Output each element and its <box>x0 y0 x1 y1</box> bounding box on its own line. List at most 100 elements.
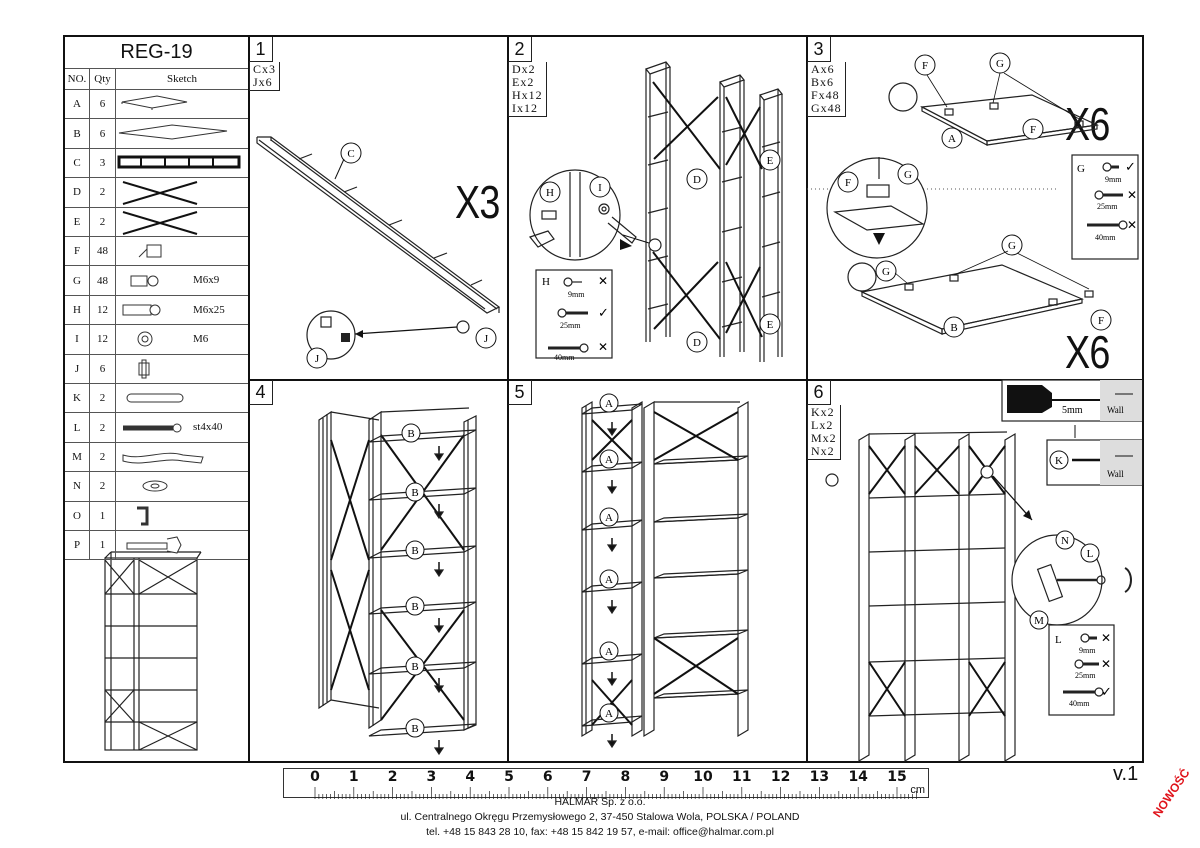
wall-block <box>1100 380 1142 421</box>
step-3-multiplier-top: X6 <box>1065 98 1110 150</box>
divider-rows <box>248 379 1144 381</box>
company-name: HALMAR Sp. z o.o. <box>554 796 646 808</box>
screw-guide-h-label: H <box>542 276 550 288</box>
callout-g-label: G <box>904 169 912 181</box>
part-qty: 2 <box>89 472 115 501</box>
callout-f-label: F <box>1030 124 1036 136</box>
part-code: D <box>73 186 81 199</box>
part-qty: 48 <box>89 237 115 266</box>
callout-a-label: A <box>605 646 613 658</box>
spanner-icon <box>126 536 182 554</box>
ruler-number: 14 <box>848 769 868 785</box>
part-code: L <box>73 421 81 434</box>
product-title: REG-19 <box>120 41 193 63</box>
shelf-panel-small-icon <box>121 95 188 111</box>
step-1-multiplier: X3 <box>455 176 500 228</box>
callout-a-label: A <box>948 133 956 145</box>
part-code: M <box>72 450 82 463</box>
step-1-number: 1 <box>249 37 273 62</box>
part-qty: 3 <box>89 148 115 178</box>
wood-screw-icon <box>123 423 182 433</box>
parts-header-row: NO. Qty Sketch <box>65 68 248 89</box>
length-40mm: 40mm <box>554 353 575 362</box>
shelf-panel <box>581 519 643 531</box>
nut-icon <box>137 331 153 347</box>
shelf-panel <box>368 661 477 675</box>
divider-col1 <box>507 37 509 763</box>
part-qty: 2 <box>89 413 115 442</box>
washer-icon <box>142 480 168 492</box>
part-code: A <box>73 98 81 111</box>
step-6-parts: Kx2 Lx2 Mx2 Nx2 <box>807 405 841 460</box>
callout-f-label: F <box>922 60 928 72</box>
part-sketch <box>115 354 248 383</box>
step-1-ladder-diagram: C J J <box>256 136 501 369</box>
step-2-part: Dx2 <box>512 62 536 76</box>
ruler-ticks <box>314 787 917 799</box>
instruction-sheet: REG-19 NO. Qty Sketch 1 Cx3 Jx6 X3 <box>63 35 1144 763</box>
part-sketch <box>115 295 248 325</box>
part-code: C <box>73 156 81 169</box>
step-2-part: Ex2 <box>512 75 535 89</box>
callout-j-label: J <box>484 333 489 345</box>
step-2-parts: Dx2 Ex2 Hx12 Ix12 <box>508 62 547 117</box>
step-5-callouts: A A A A A A <box>599 393 619 723</box>
part-sketch <box>115 384 248 413</box>
part-code: K <box>73 392 81 405</box>
ruler-number: 1 <box>348 769 359 785</box>
step-4-shelves-diagram: B B B B B B <box>318 407 477 756</box>
ruler-number: 6 <box>542 769 553 785</box>
part-qty: 2 <box>89 178 115 207</box>
divider-col2 <box>806 37 808 763</box>
company-contact: tel. +48 15 843 28 10, fax: +48 15 842 1… <box>426 826 774 838</box>
part-qty: 2 <box>89 384 115 413</box>
divider-parts <box>248 37 250 763</box>
part-qty: 12 <box>89 295 115 325</box>
part-spec: M6x25 <box>193 303 225 316</box>
length-25mm: 25mm <box>1075 671 1096 680</box>
cap-detail-circle <box>306 310 356 360</box>
part-spec: M6x9 <box>193 274 220 287</box>
callout-b-label: B <box>411 661 418 673</box>
callout-a-label: A <box>605 454 613 466</box>
allen-key-icon <box>137 506 149 526</box>
callout-a-label: A <box>605 512 613 524</box>
svg-text:✕: ✕ <box>1127 188 1137 202</box>
part-sketch <box>115 442 248 472</box>
part-code: J <box>74 362 80 375</box>
callout-i-label: I <box>598 182 602 194</box>
long-bolt-icon <box>122 304 161 316</box>
part-code: G <box>73 274 81 287</box>
svg-text:✓: ✓ <box>1101 684 1112 699</box>
step-6-part: Kx2 <box>811 405 835 419</box>
ruler-number: 15 <box>887 769 907 785</box>
svg-text:✕: ✕ <box>598 274 608 288</box>
ruler-number: 11 <box>732 769 752 785</box>
callout-h-label: H <box>546 187 554 199</box>
part-qty: 6 <box>89 119 115 148</box>
step-2-frame-diagram: D D E E H I H ✕ ✓ ✕ 9mm 25mm 40mm <box>528 61 784 362</box>
callout-e-label: E <box>767 155 774 167</box>
bracket-icon <box>138 244 162 258</box>
shelf-panel <box>581 403 643 415</box>
step-5-number: 5 <box>508 380 532 405</box>
part-sketch <box>115 148 248 178</box>
safety-strap-icon <box>122 452 204 464</box>
step-3-number: 3 <box>807 37 831 62</box>
part-sketch <box>115 325 248 354</box>
callout-b-label: B <box>407 428 414 440</box>
part-sketch <box>115 90 248 119</box>
step-6-part: Mx2 <box>811 431 837 445</box>
step-3-part: Ax6 <box>811 62 835 76</box>
company-address: ul. Centralnego Okręgu Przemysłowego 2, … <box>400 811 800 823</box>
callout-a-label: A <box>605 708 613 720</box>
ruler-number: 7 <box>581 769 592 785</box>
part-code: F <box>73 245 81 258</box>
callout-n-label: N <box>1061 535 1069 547</box>
